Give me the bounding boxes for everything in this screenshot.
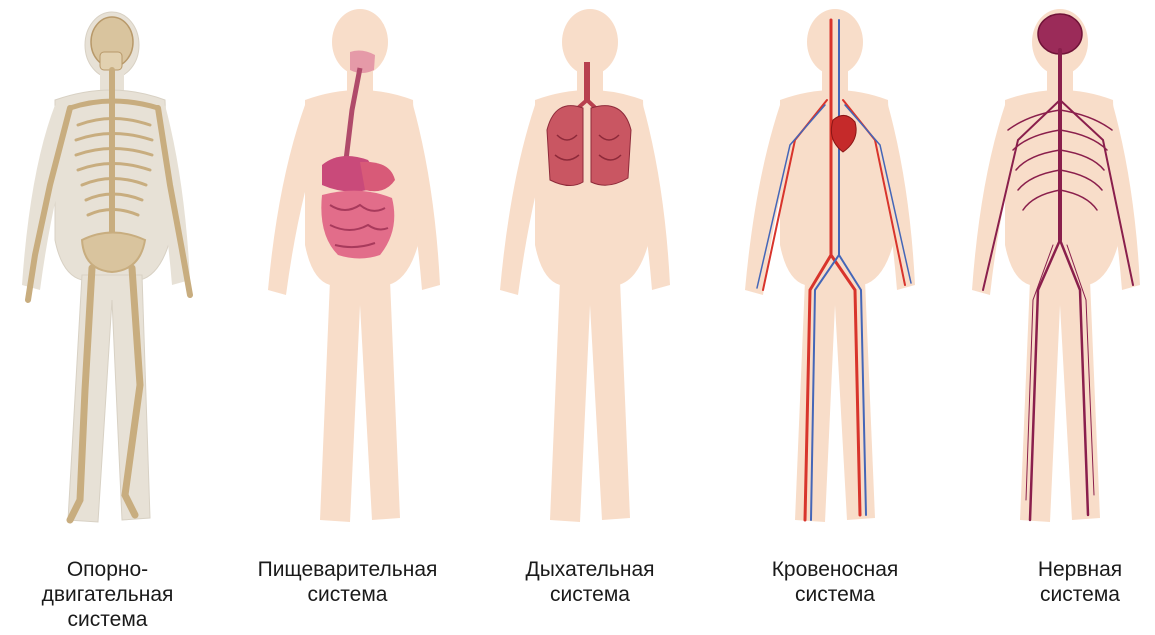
caption-nervous: Нервная система [1010,557,1150,607]
caption-line: система [1010,582,1150,607]
body-silhouette [972,9,1140,522]
caption-respiratory: Дыхательная система [490,557,690,607]
digestive-figure [250,0,450,540]
nervous-figure [968,0,1155,540]
caption-line: Дыхательная [490,557,690,582]
caption-line: Нервная [1010,557,1150,582]
caption-line: система [490,582,690,607]
musculoskeletal-figure [0,0,215,540]
caption-line: двигательная [0,582,215,607]
caption-musculoskeletal: Опорно- двигательная система [0,557,215,632]
caption-line: Опорно- [0,557,215,582]
caption-line: система [225,582,470,607]
caption-line: Пищеварительная [225,557,470,582]
body-silhouette [268,9,440,522]
respiratory-figure [495,0,695,540]
caption-line: Кровеносная [735,557,935,582]
caption-digestive: Пищеварительная система [225,557,470,607]
caption-circulatory: Кровеносная система [735,557,935,607]
skeleton [28,17,190,520]
caption-line: система [735,582,935,607]
caption-line: система [0,607,215,632]
circulatory-figure [735,0,935,540]
